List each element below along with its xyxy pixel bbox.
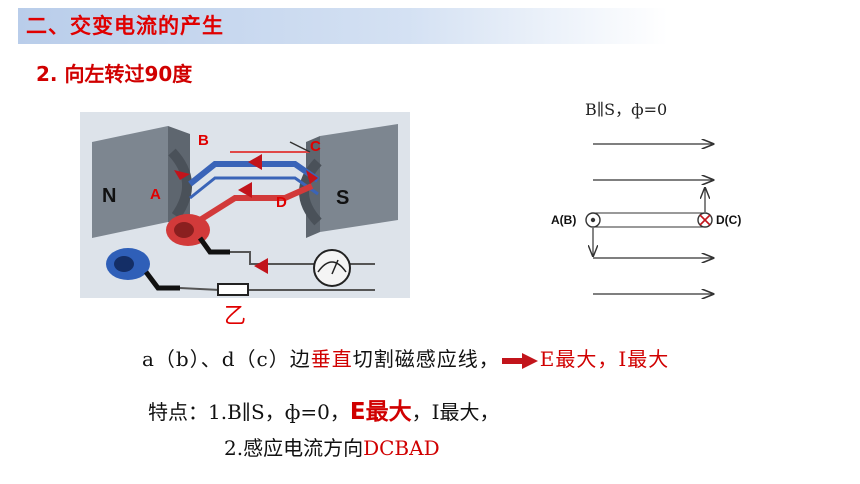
note-1b: 垂直 xyxy=(310,347,353,371)
title-bar xyxy=(18,8,668,44)
section-subtitle: 2. 向左转过90度 xyxy=(36,62,193,86)
note-1d: E最大，I最大 xyxy=(539,347,670,371)
note-2a: 特点：1.B∥S，ф=0， xyxy=(148,400,350,424)
generator-drawing: N S xyxy=(80,112,410,298)
label-d: D xyxy=(276,194,287,211)
note-2b: E最大 xyxy=(349,399,412,425)
field-line-diagram xyxy=(585,92,775,312)
figure-caption: 乙 xyxy=(224,304,247,329)
note-1c: 切割磁感应线， xyxy=(352,347,500,371)
note-line-2: 特点：1.B∥S，ф=0，E最大，I最大， xyxy=(148,392,499,426)
note-line-3: 2.感应电流方向DCBAD xyxy=(224,432,440,461)
svg-text:N: N xyxy=(102,185,116,207)
condition-text: B∥S，ф=0 xyxy=(585,100,668,119)
note-3a: 2.感应电流方向 xyxy=(224,436,364,460)
generator-illustration: N S B C A D xyxy=(80,112,410,298)
note-2c: ，I最大， xyxy=(411,400,500,424)
page-title: 二、交变电流的产生 xyxy=(26,14,224,38)
label-b: B xyxy=(198,132,209,149)
coil-side-view xyxy=(592,212,706,228)
label-c: C xyxy=(310,138,321,155)
label-a: A xyxy=(150,186,161,203)
label-dc: D(C) xyxy=(716,213,742,227)
note-1a: a（b）、d（c）边 xyxy=(142,347,311,371)
arrow-right-icon xyxy=(501,352,538,369)
label-ab: A(B) xyxy=(551,213,577,227)
note-line-1: a（b）、d（c）边垂直切割磁感应线， E最大，I最大 xyxy=(142,343,669,372)
note-3b: DCBAD xyxy=(363,436,440,460)
svg-text:S: S xyxy=(336,187,349,209)
